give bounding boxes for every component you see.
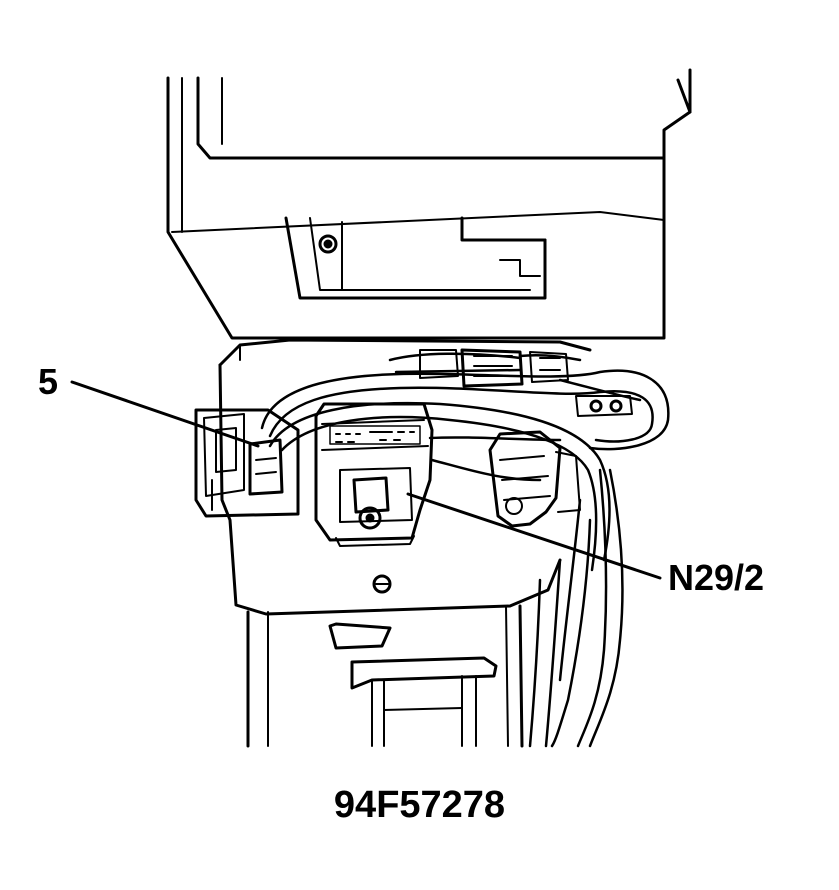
mounting-plate: [218, 338, 592, 616]
leader-line-5: [70, 380, 260, 448]
lower-bracket: [246, 604, 524, 748]
callout-n29-2: N29/2: [668, 557, 765, 598]
wiring-harness: [260, 352, 670, 748]
harness-connectors: [419, 348, 633, 417]
leader-line-n29-2: [406, 492, 662, 580]
harness-clip: [488, 430, 581, 528]
connector-5: [194, 408, 300, 518]
module-n29-2: [314, 402, 434, 547]
figure-id-caption: 94F57278: [333, 784, 506, 826]
upper-housing: [166, 68, 692, 340]
callout-5: 5: [38, 361, 59, 402]
